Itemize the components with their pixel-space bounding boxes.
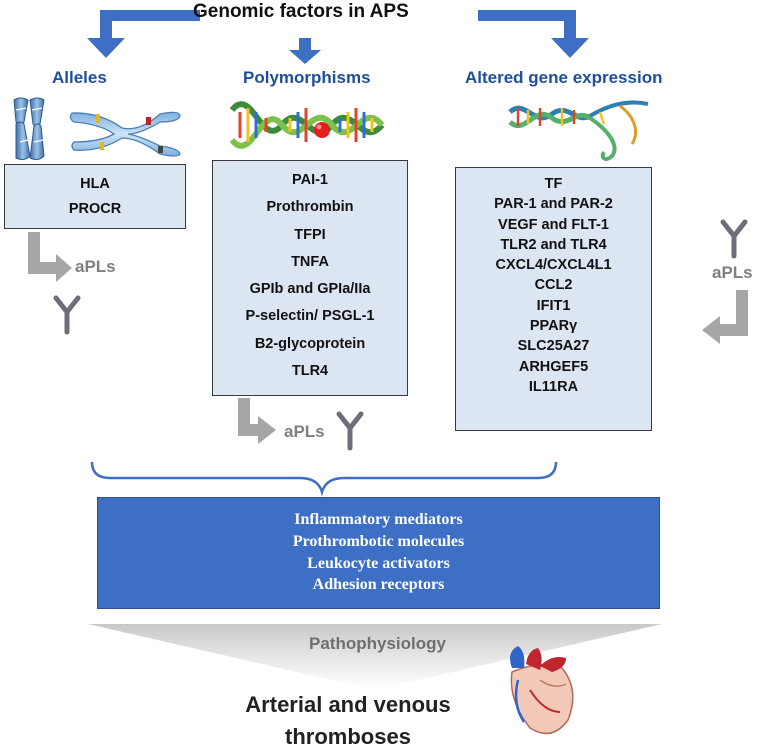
gene-expression-item: PAR-1 and PAR-2	[494, 196, 613, 213]
antibody-icon	[53, 295, 81, 335]
pathophysiology-label: Pathophysiology	[309, 634, 446, 653]
gene-expression-item: VEGF and FLT-1	[498, 216, 609, 233]
alleles-box: HLA PROCR	[4, 164, 186, 229]
diagram-title: Genomic factors in APS	[193, 1, 409, 22]
chromosome-icon	[13, 97, 45, 161]
dna-replication-icon	[508, 100, 649, 161]
mechanisms-box: Inflammatory mediators Prothrombotic mol…	[97, 497, 660, 609]
polymorphism-item: GPIb and GPIa/IIa	[249, 281, 371, 298]
polymorphism-item: P-selectin/ PSGL-1	[245, 308, 375, 325]
gene-expression-item: CXCL4/CXCL4L1	[495, 257, 612, 274]
gray-arrow-expression	[702, 290, 748, 344]
arrow-to-alleles	[87, 10, 200, 58]
mechanism-item: Adhesion receptors	[312, 576, 445, 594]
gene-expression-item: IL11RA	[528, 378, 579, 395]
heading-polymorphisms: Polymorphisms	[243, 68, 371, 87]
allele-item: PROCR	[68, 200, 122, 217]
heading-alleles: Alleles	[52, 68, 107, 87]
arrow-to-expression	[478, 10, 589, 58]
outcome-line-2: thromboses	[285, 723, 411, 749]
gene-expression-item: SLC25A27	[517, 338, 590, 355]
gene-expression-item: CCL2	[534, 277, 573, 294]
arrow-to-polymorphisms	[289, 38, 321, 64]
mechanism-item: Inflammatory mediators	[294, 510, 463, 528]
gray-arrow-alleles	[28, 232, 72, 282]
apl-label-expression: aPLs	[712, 263, 753, 282]
polymorphism-item: TLR4	[291, 363, 329, 380]
outcome-text: Arterial and venous thromboses	[218, 689, 478, 753]
pathophysiology-triangle	[88, 624, 662, 690]
outcome-line-1: Arterial and venous	[245, 692, 451, 717]
gene-expression-box: TF PAR-1 and PAR-2 VEGF and FLT-1 TLR2 a…	[455, 167, 652, 431]
grouping-brace	[90, 461, 558, 497]
apl-label-polymorphisms: aPLs	[284, 422, 325, 441]
polymorphism-item: TFPI	[294, 226, 326, 243]
apl-label-alleles: aPLs	[75, 257, 116, 276]
allele-item: HLA	[80, 176, 110, 192]
polymorphism-item: PAI-1	[292, 172, 328, 188]
mechanism-item: Prothrombotic molecules	[292, 532, 465, 550]
chromosome-pair-icon	[69, 111, 181, 157]
antibody-icon	[336, 411, 364, 451]
gene-expression-item: TLR2 and TLR4	[500, 236, 607, 253]
mechanism-item: Leukocyte activators	[307, 554, 450, 572]
heart-icon	[510, 646, 574, 735]
polymorphism-item: TNFA	[291, 253, 329, 270]
polymorphisms-box: PAI-1 Prothrombin TFPI TNFA GPIb and GPI…	[212, 160, 408, 396]
gray-arrow-polymorphisms	[238, 398, 276, 444]
polymorphism-item: B2-glycoprotein	[254, 335, 366, 352]
gene-expression-item: IFIT1	[536, 297, 571, 314]
polymorphism-item: Prothrombin	[266, 199, 354, 216]
antibody-icon	[720, 219, 748, 259]
heading-gene-expression: Altered gene expression	[465, 68, 663, 87]
dna-helix-icon	[229, 101, 385, 149]
gene-expression-item: PPARγ	[529, 318, 578, 335]
gene-expression-item: TF	[544, 176, 563, 192]
gene-expression-item: ARHGEF5	[518, 358, 589, 375]
